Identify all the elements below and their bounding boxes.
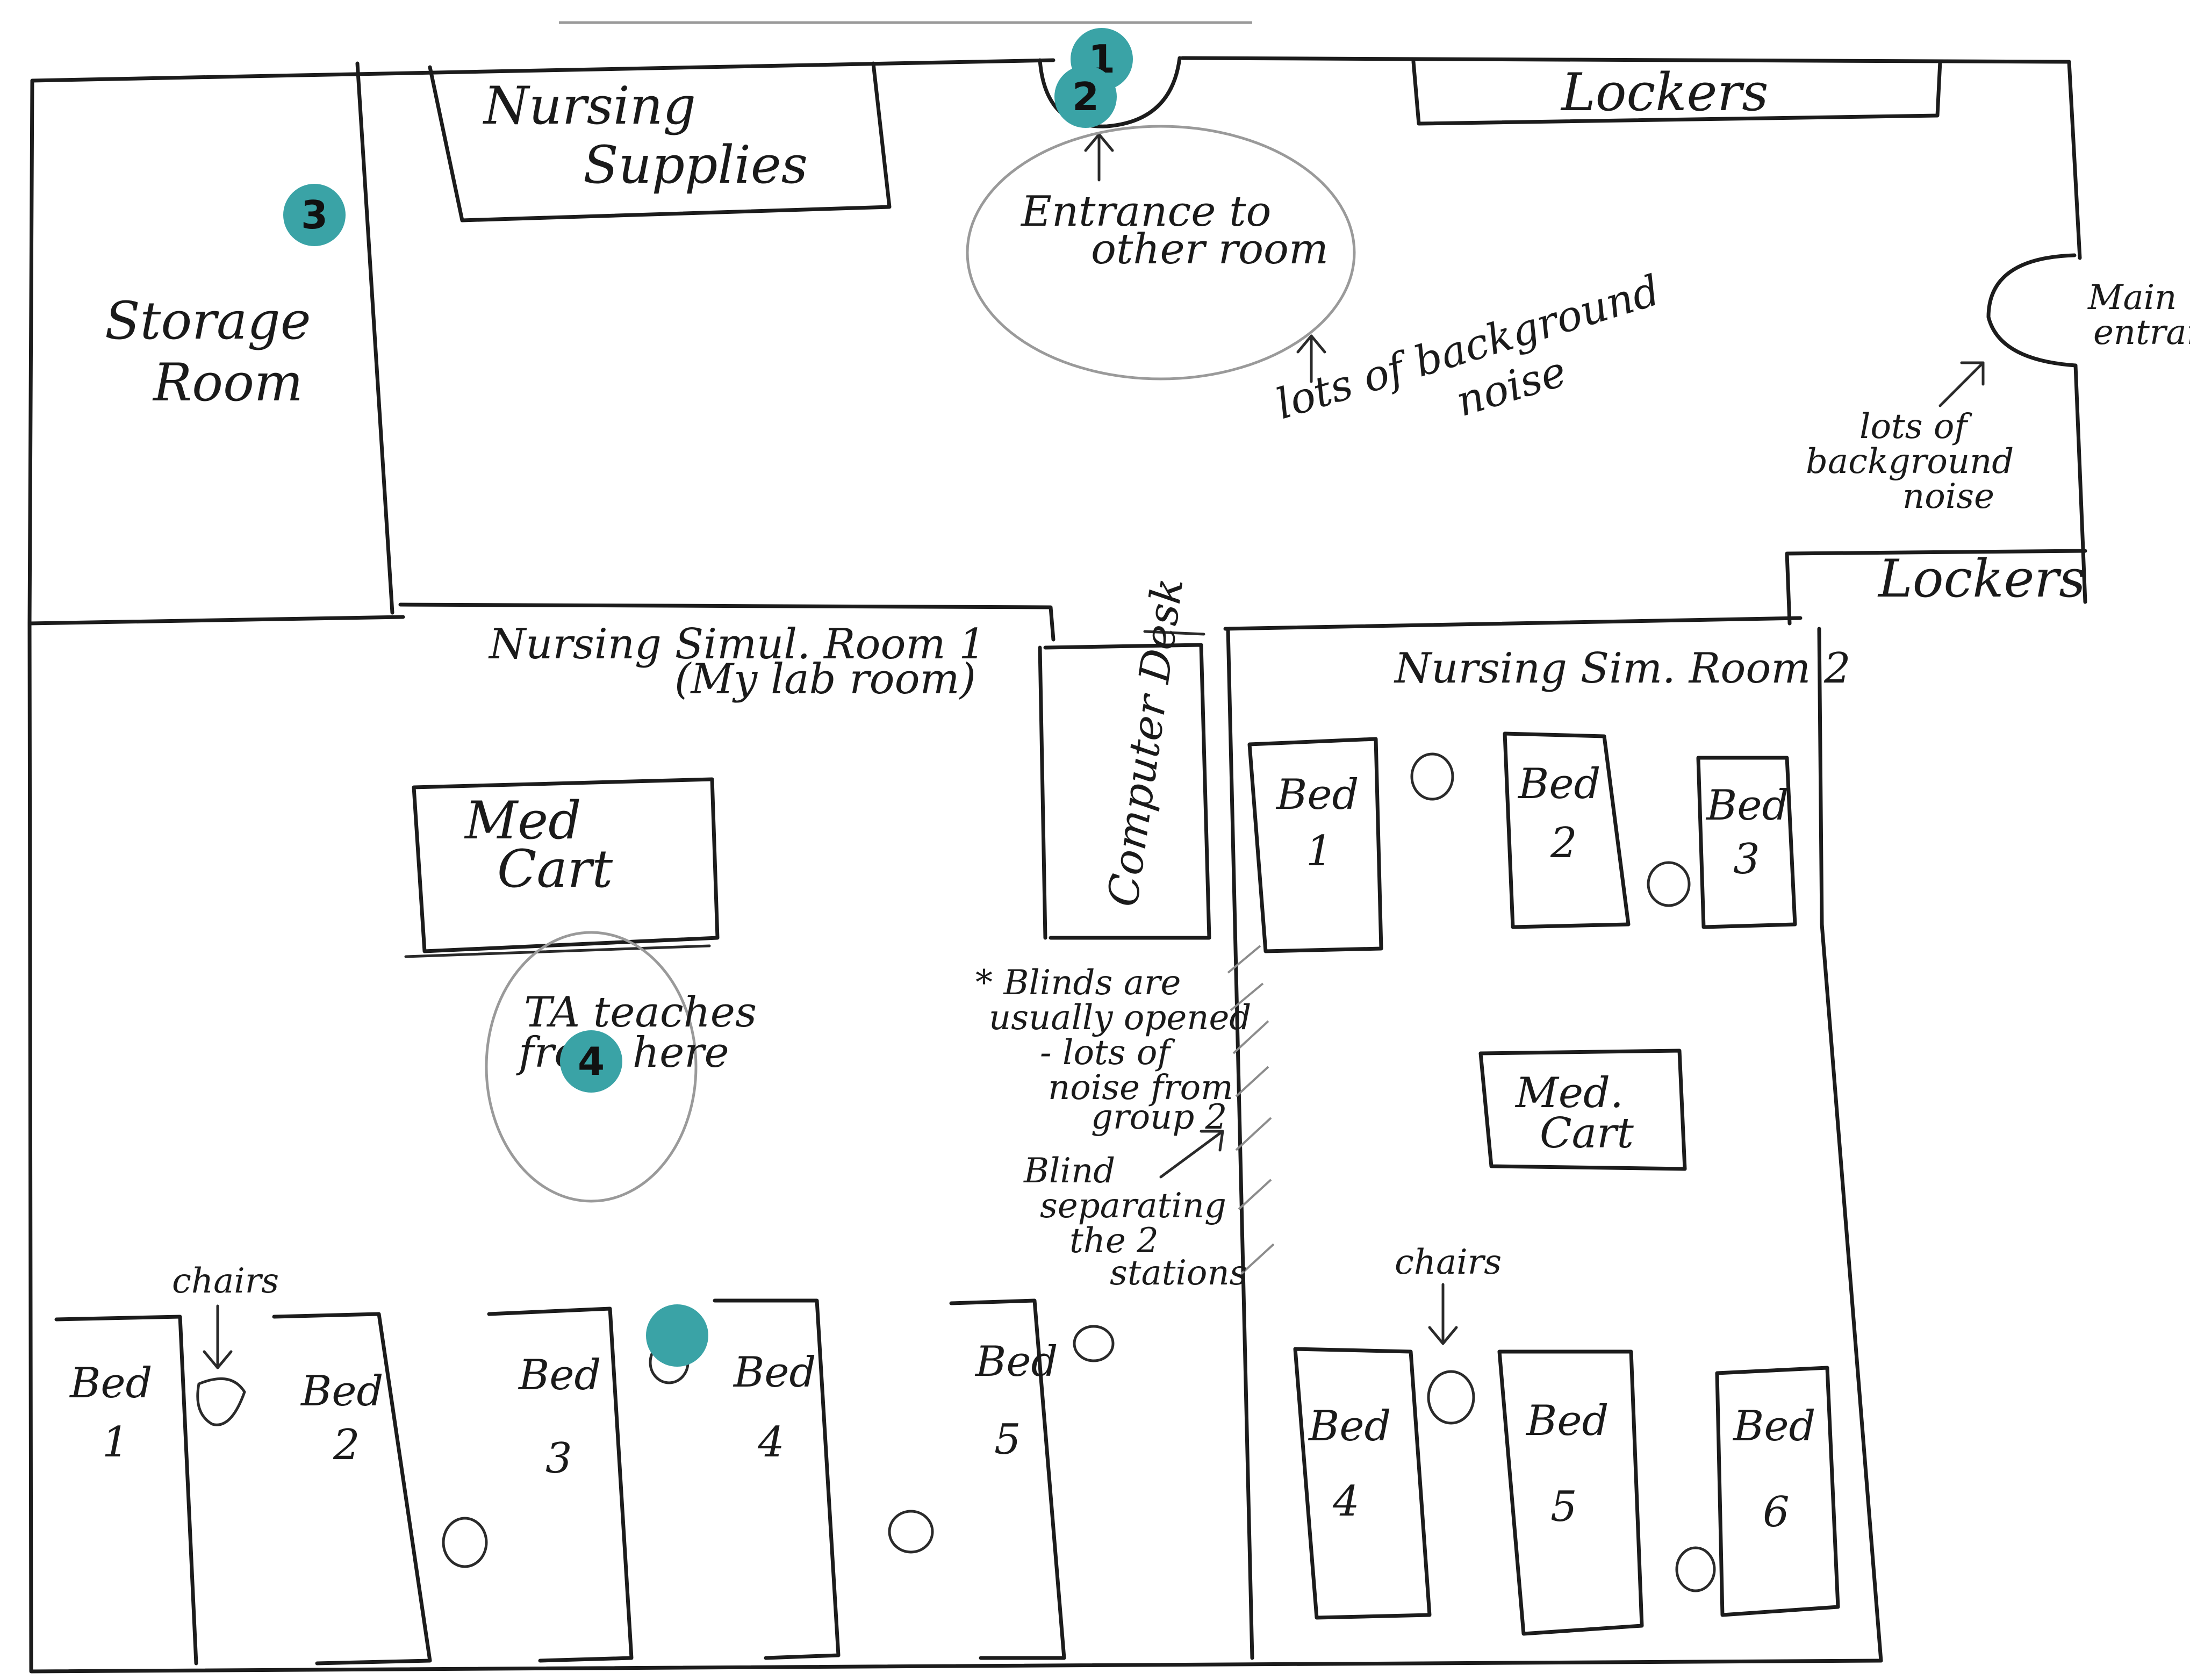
room2-bottom-bed-outlines	[1293, 1347, 1840, 1636]
blinds-note-line5: group 2	[1091, 1097, 1227, 1137]
blind-separating-line4: stations	[1110, 1253, 1247, 1293]
entrance-door-arc	[1038, 56, 1182, 128]
nursing-supplies-label-line1: Nursing	[483, 76, 696, 136]
nursing-supplies-label-line2: Supplies	[583, 135, 808, 195]
blinds-note-line4: noise from	[1048, 1068, 1233, 1108]
outer-walls	[27, 56, 2087, 1674]
room1-bed4-word: Bed	[733, 1348, 816, 1397]
room2-bed6-num: 6	[1763, 1488, 1790, 1537]
room2-bed5-num: 5	[1550, 1483, 1577, 1531]
lockers-bottom-box	[1785, 549, 2087, 626]
blinds-note-line1: * Blinds are	[975, 963, 1181, 1003]
blinds-hatching	[1227, 945, 1275, 1275]
room2-bed6-word: Bed	[1732, 1402, 1815, 1451]
room1-label-line1: Nursing Simul. Room 1	[488, 620, 986, 669]
room2-bed5-word: Bed	[1525, 1397, 1609, 1445]
blinds-note-line2: usually opened	[989, 998, 1251, 1038]
room2-bed3-word: Bed	[1705, 781, 1789, 830]
ta-circle	[485, 931, 698, 1203]
room1-bed3-word: Bed	[518, 1351, 601, 1399]
noise-right-label-line2: background	[1806, 442, 2014, 482]
room1-bed2-word: Bed	[300, 1367, 383, 1416]
room1-bed5-num: 5	[994, 1416, 1021, 1464]
marker-2-number: 2	[1072, 74, 1099, 119]
noise-right-label-line1: lots of	[1859, 407, 1972, 447]
hall-partition	[398, 602, 1803, 1660]
med-cart-2-box	[1478, 1049, 1687, 1171]
room1-bed3-num: 3	[545, 1434, 572, 1483]
room2-bed1-word: Bed	[1275, 771, 1359, 819]
main-entrance-arrow	[1938, 361, 1985, 407]
marker-5[interactable]	[646, 1304, 708, 1367]
room1-bed-outlines	[54, 1298, 1066, 1665]
marker-3[interactable]: 3	[283, 184, 346, 246]
lockers-top-label: Lockers	[1560, 62, 1768, 123]
storage-room-label-line2: Room	[152, 353, 303, 413]
blind-separating-line3: the 2	[1069, 1221, 1159, 1261]
med-cart-1-label-line1: Med	[464, 791, 581, 851]
marker-3-number: 3	[301, 192, 328, 238]
storage-room-wall	[355, 61, 394, 615]
med-cart-2-label-line1: Med.	[1514, 1069, 1624, 1117]
med-cart-1-box	[412, 777, 720, 953]
room2-bed2-num: 2	[1550, 819, 1577, 867]
lockers-bottom-label: Lockers	[1877, 549, 2085, 609]
nursing-supplies-box	[428, 61, 892, 222]
med-cart-2-label-line2: Cart	[1540, 1109, 1634, 1158]
ta-label-line2: from here	[516, 1029, 729, 1077]
entrance-circle	[966, 125, 1356, 380]
room2-bed3-num: 3	[1733, 835, 1760, 884]
room1-bed5-word: Bed	[974, 1338, 1058, 1386]
room1-bed1-word: Bed	[69, 1359, 152, 1408]
storage-room-label-line1: Storage	[105, 291, 311, 351]
main-entrance-door	[1986, 253, 2078, 368]
entrance-label-line1: Entrance to	[1020, 188, 1272, 236]
med-cart-1-label-line2: Cart	[497, 839, 613, 899]
chairs-left-label: chairs	[172, 1261, 279, 1301]
room2-bed1-num: 1	[1306, 827, 1333, 875]
computer-desk-label: Computer Desk	[1099, 575, 1193, 910]
room2-bed4-num: 4	[1332, 1477, 1360, 1526]
entrance-label-line2: other room	[1091, 225, 1329, 274]
lockers-top-box	[1411, 60, 1942, 126]
main-entrance-label-line1: Main	[2087, 278, 2177, 318]
blinds-note-line3: - lots of	[1040, 1033, 1175, 1073]
room1-label-line2: (My lab room)	[674, 655, 976, 703]
marker-4[interactable]: 4	[560, 1030, 622, 1093]
room2-chairs	[1410, 752, 1716, 1592]
computer-desk-box	[1043, 643, 1211, 940]
room2-top-bed-outlines	[1247, 731, 1797, 953]
marker-4-number: 4	[578, 1039, 605, 1084]
main-entrance-label-line2: entran	[2093, 313, 2190, 353]
room1-bed2-num: 2	[333, 1421, 360, 1469]
blind-arrow	[1159, 1130, 1224, 1179]
marker-2[interactable]: 2	[1054, 66, 1117, 128]
chairs-right-label: chairs	[1395, 1243, 1502, 1282]
room2-bed4-word: Bed	[1308, 1402, 1391, 1451]
ta-label-line1: TA teaches	[524, 988, 757, 1037]
room2-label: Nursing Sim. Room 2	[1394, 644, 1851, 693]
blind-separating-line2: separating	[1040, 1186, 1226, 1226]
blind-separating-line1: Blind	[1023, 1151, 1115, 1191]
room1-bed4-num: 4	[757, 1418, 785, 1467]
room2-bed2-word: Bed	[1517, 760, 1600, 808]
room1-bed1-num: 1	[102, 1418, 129, 1467]
noise-right-label-line3: noise	[1902, 477, 1994, 516]
